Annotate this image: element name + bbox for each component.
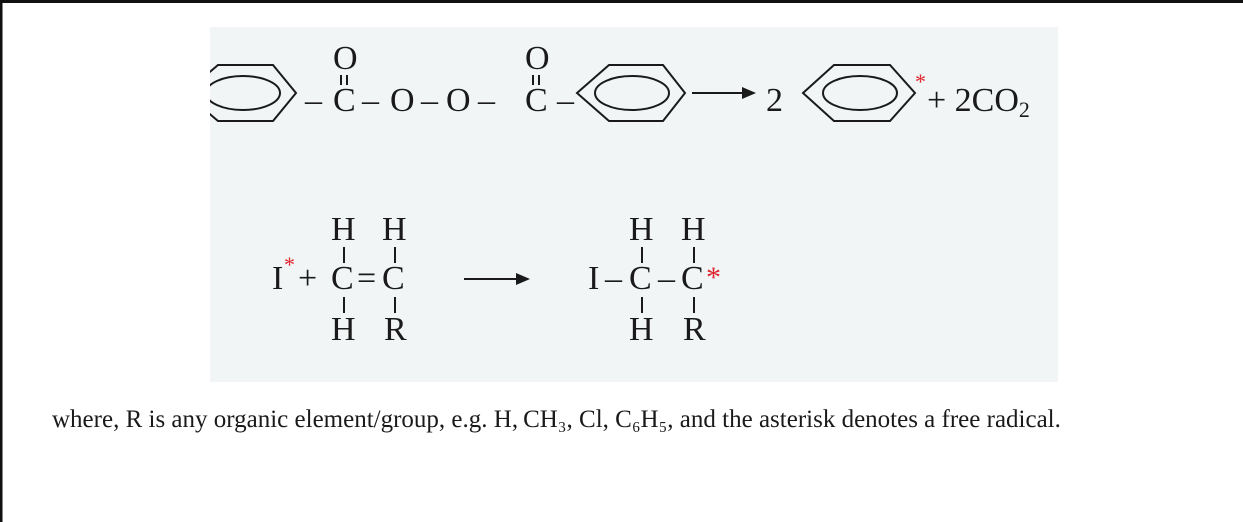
oxygen-carbonyl-left: O bbox=[333, 40, 358, 77]
dash: – bbox=[657, 260, 676, 297]
scheme-background bbox=[210, 27, 1058, 382]
carbon-c2: C bbox=[382, 260, 405, 297]
r-group-reactant: R bbox=[384, 311, 407, 348]
dash: – bbox=[420, 82, 439, 119]
plus-carbon-dioxide: + 2CO2 bbox=[927, 82, 1030, 122]
dash: – bbox=[556, 82, 575, 119]
dash: – bbox=[304, 82, 323, 119]
reaction-scheme-figure: – O C – O – O – O C – 2 * + 2CO2 bbox=[210, 27, 1058, 382]
hydrogen-bottom-c1: H bbox=[331, 311, 356, 348]
hydrogen-bottom-p1: H bbox=[629, 311, 654, 348]
carbon-p2: C bbox=[681, 260, 704, 297]
benzene-ring-left bbox=[210, 64, 298, 122]
product-initiator: I bbox=[588, 260, 599, 297]
coefficient-two: 2 bbox=[766, 82, 783, 119]
dash: – bbox=[477, 82, 496, 119]
hydrogen-top-p2: H bbox=[681, 211, 706, 248]
benzene-ring-product bbox=[801, 64, 917, 122]
co2-subscript: 2 bbox=[1019, 97, 1030, 122]
product-radical-asterisk: * bbox=[706, 261, 721, 294]
figure-caption: where, R is any organic element/group, e… bbox=[52, 406, 1061, 433]
carbon-carbonyl-right: C bbox=[525, 82, 548, 119]
carbon-carbonyl-left: C bbox=[333, 82, 356, 119]
hydrogen-top-c2: H bbox=[382, 211, 407, 248]
carbon-p1: C bbox=[629, 260, 652, 297]
oxygen-bridge-1: O bbox=[390, 82, 415, 119]
reaction-arrow-2 bbox=[464, 273, 530, 285]
hydrogen-top-p1: H bbox=[629, 211, 654, 248]
carbon-c1: C bbox=[331, 260, 354, 297]
plus-sign: + bbox=[298, 260, 317, 297]
initiator-radical: I bbox=[272, 260, 283, 297]
r-group-product: R bbox=[683, 311, 706, 348]
dash: – bbox=[361, 82, 380, 119]
phenyl-radical-asterisk: * bbox=[915, 69, 926, 94]
double-bond-sign: = bbox=[357, 260, 376, 297]
hydrogen-top-c1: H bbox=[331, 211, 356, 248]
dash: – bbox=[604, 260, 623, 297]
initiator-asterisk: * bbox=[284, 252, 295, 277]
reaction-arrow-1 bbox=[692, 87, 756, 99]
oxygen-carbonyl-right: O bbox=[525, 40, 550, 77]
benzene-ring-middle bbox=[575, 64, 687, 122]
oxygen-bridge-2: O bbox=[446, 82, 471, 119]
